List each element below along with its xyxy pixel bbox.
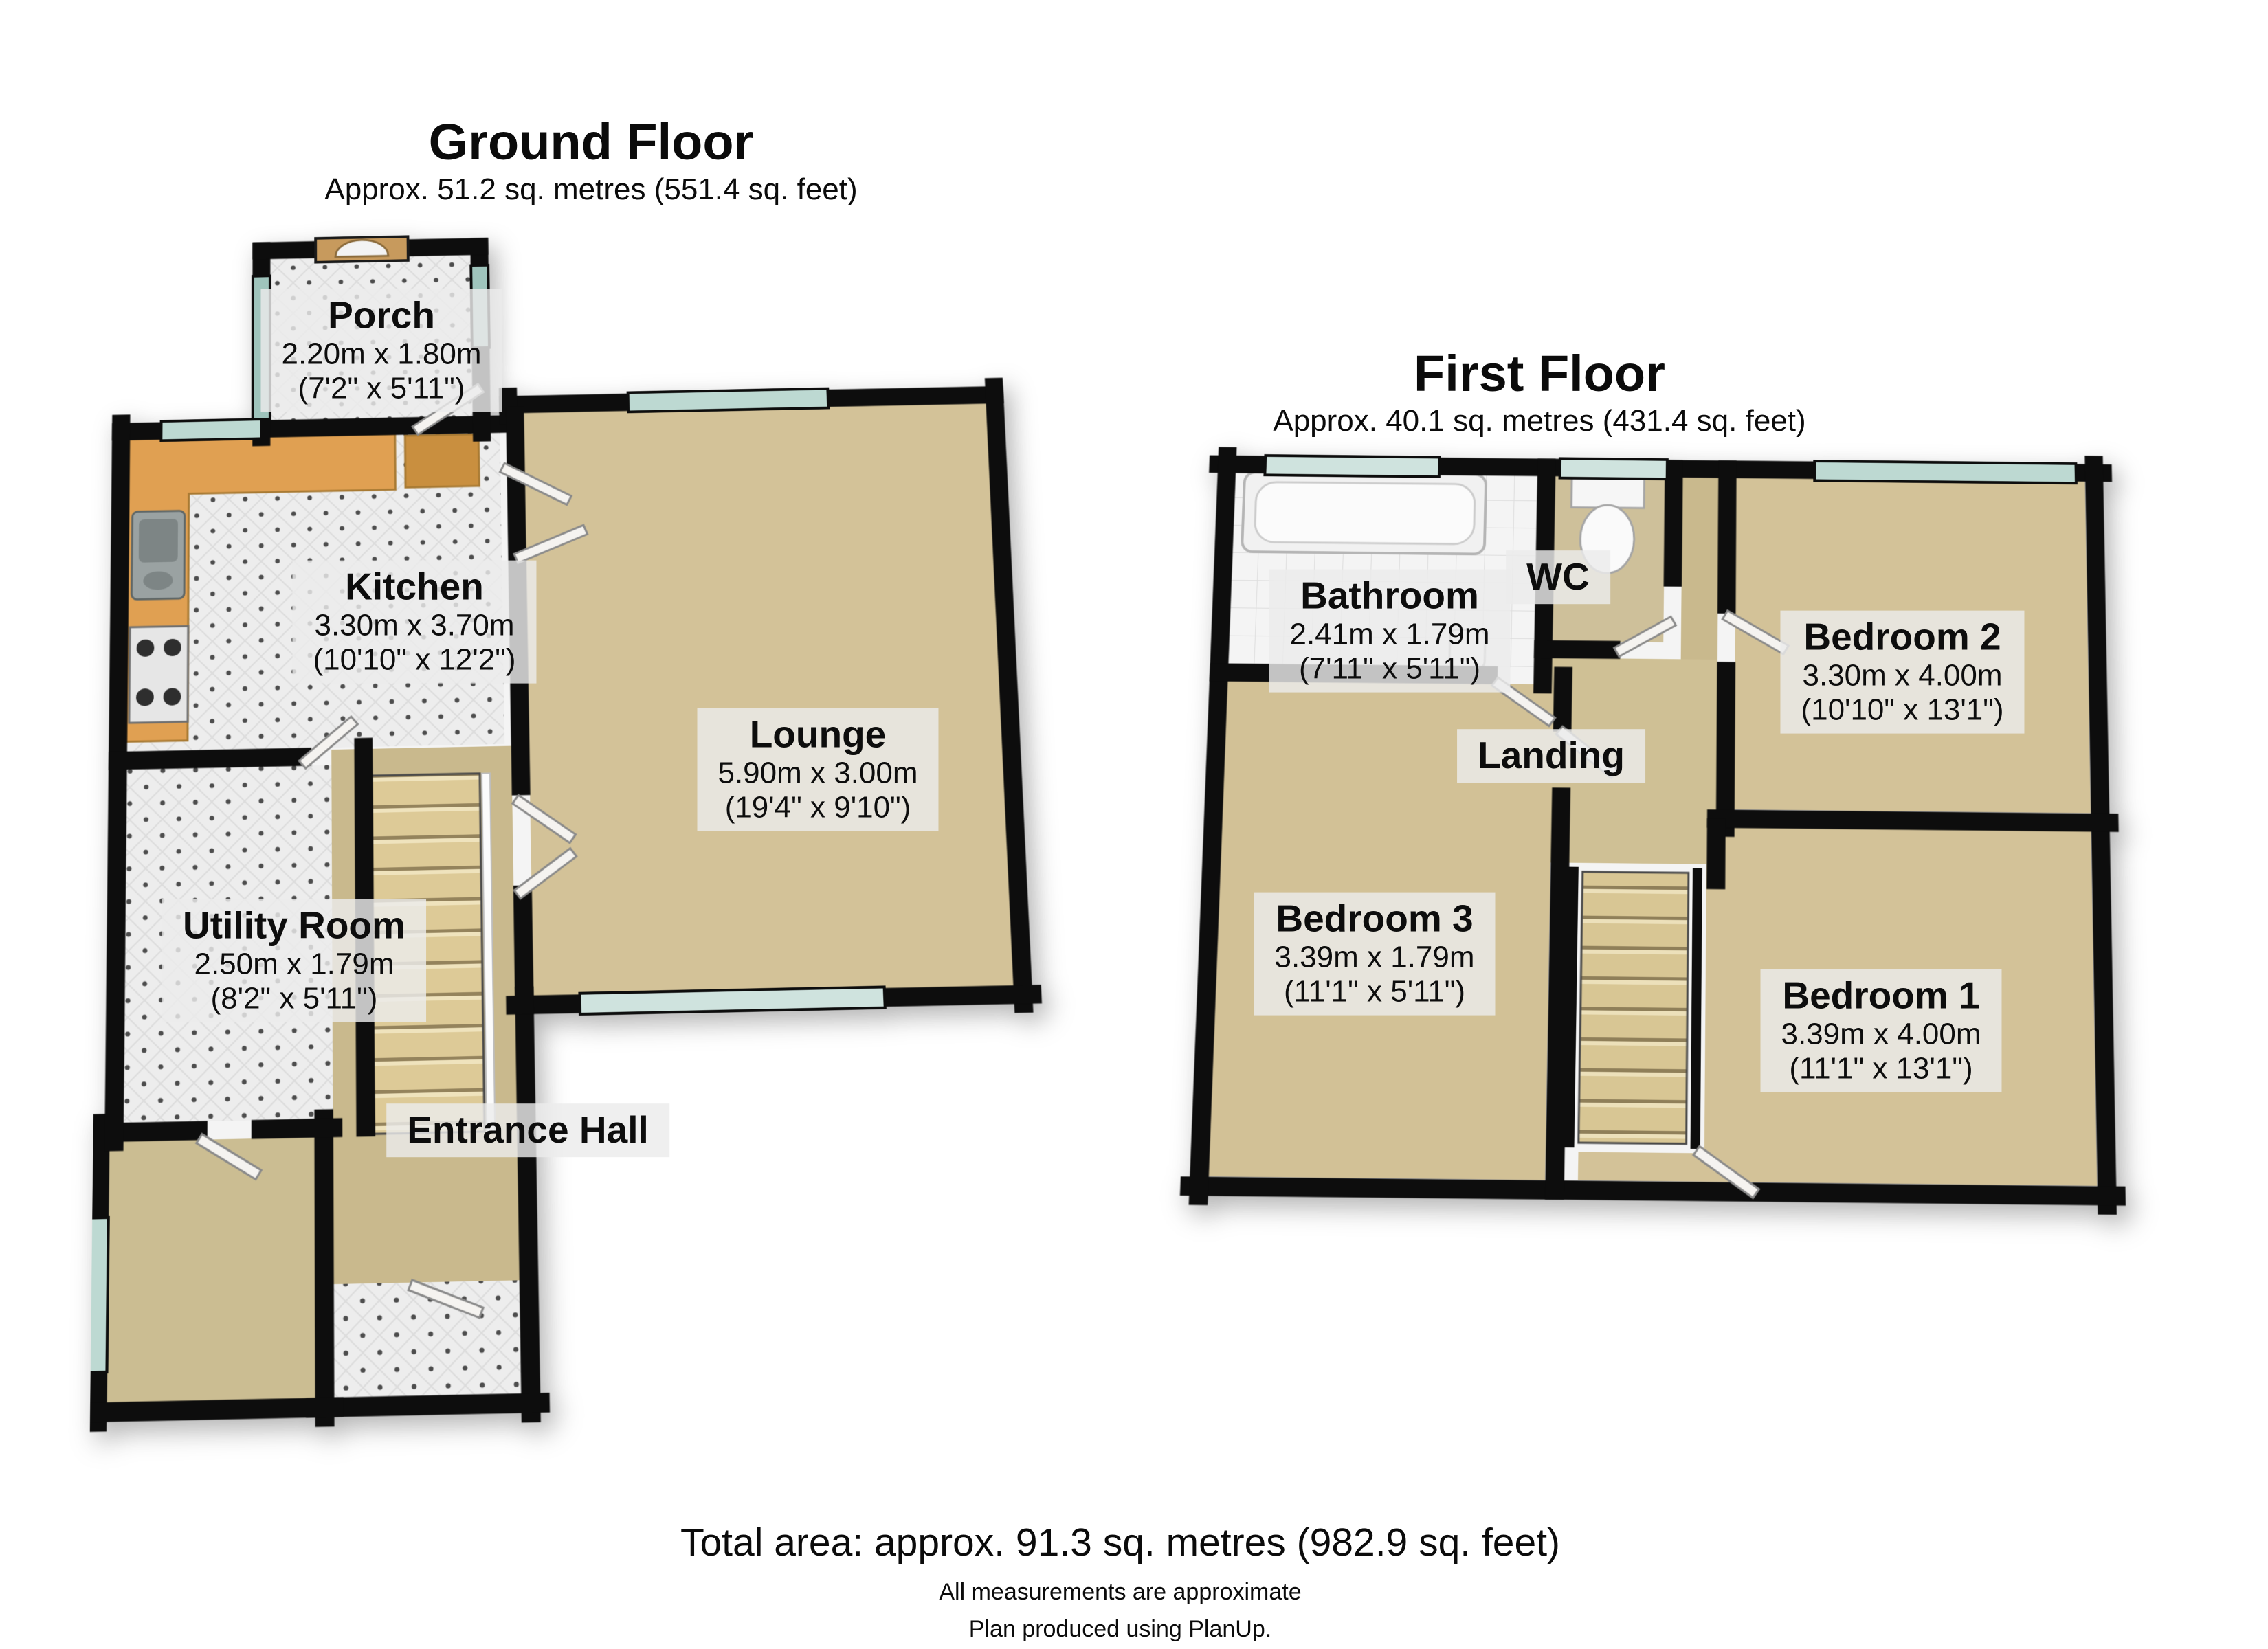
bathroom-fixtures: [1238, 472, 1489, 669]
bathroom-door: [1492, 677, 1555, 726]
utility-metric: 2.50m x 1.79m: [194, 947, 394, 981]
kitchen-metric: 3.30m x 3.70m: [314, 608, 515, 642]
kitchen-door-1: [500, 463, 571, 504]
kitchen-fixtures: [126, 432, 483, 741]
porch-metric: 2.20m x 1.80m: [281, 337, 482, 371]
ff-bottom-wall: [1190, 1186, 2116, 1196]
utility-imperial: (8'2" x 5'11"): [210, 981, 378, 1016]
staircase-first: [1579, 872, 1689, 1144]
left-wall: [114, 423, 121, 1141]
toilet-bowl: [1580, 505, 1635, 574]
stairwell-right-wall: [1696, 873, 1698, 1144]
planup-credit: Plan produced using PlanUp.: [968, 1616, 1272, 1642]
bedroom2-name: Bedroom 2: [1803, 615, 2001, 658]
kitchen-hob: [129, 626, 188, 723]
ground-floor-plan: [89, 222, 1136, 1449]
bedroom1-metric: 3.39m x 4.00m: [1781, 1017, 1981, 1051]
room-label-kitchen: Kitchen 3.30m x 3.70m (10'10" x 12'2"): [292, 560, 537, 684]
bedroom1-door: [1693, 1146, 1759, 1198]
bedroom2-bottom-wall: [1716, 819, 2109, 823]
kitchen-sink-bowl: [138, 518, 178, 563]
room-label-bedroom3: Bedroom 3 3.39m x 1.79m (11'1" x 5'11"): [1254, 892, 1496, 1016]
bedroom3-metric: 3.39m x 1.79m: [1274, 940, 1475, 974]
lounge-door-1: [513, 795, 576, 843]
total-area-text: Total area: approx. 91.3 sq. metres (982…: [680, 1521, 1561, 1564]
first-floor-plan: [1175, 442, 2131, 1220]
landing-name: Landing: [1478, 734, 1625, 777]
lounge-bottom-window: [579, 987, 885, 1014]
wc-right-wall: [1673, 469, 1674, 578]
porch-imperial: (7'2" x 5'11"): [298, 371, 465, 405]
ground-floor-drawing: [89, 222, 1136, 1449]
ground-floor-title-block: Ground Floor Approx. 51.2 sq. metres (55…: [324, 115, 857, 210]
bedroom1-left-wall: [1716, 827, 1717, 879]
lounge-floor: [523, 403, 1014, 996]
bedroom1-name: Bedroom 1: [1782, 974, 1980, 1017]
room-label-landing: Landing: [1457, 729, 1645, 783]
first-floor-title: First Floor: [1414, 345, 1665, 402]
stairwell-left-wall: [1569, 872, 1573, 1143]
bathroom-metric: 2.41m x 1.79m: [1289, 617, 1490, 651]
room-label-bathroom: Bathroom 2.41m x 1.79m (7'11" x 5'11"): [1269, 569, 1511, 693]
lounge-door-2: [514, 849, 576, 899]
wc-fixtures: [1570, 475, 1645, 574]
kitchen-unit: [405, 434, 479, 487]
lounge-name: Lounge: [749, 713, 887, 756]
kitchen-name: Kitchen: [345, 565, 484, 608]
wc-bottom-wall: [1544, 649, 1612, 650]
annex-floor: [107, 1137, 316, 1403]
staircase: [370, 773, 495, 1134]
stair-railing: [482, 773, 495, 1132]
bedroom1-imperial: (11'1" x 13'1"): [1789, 1051, 1973, 1086]
toilet-cistern: [1571, 475, 1644, 508]
bedroom2-imperial: (10'10" x 13'1"): [1801, 693, 2004, 727]
first-floor-area: Approx. 40.1 sq. metres (431.4 sq. feet): [1273, 403, 1806, 438]
ff-right-wall: [2094, 464, 2107, 1205]
wc-name: WC: [1526, 555, 1590, 598]
entrance-hall-name: Entrance Hall: [407, 1108, 649, 1152]
measurements-note: All measurements are approximate: [939, 1579, 1302, 1605]
bathroom-name: Bathroom: [1300, 574, 1479, 617]
bathtub-inner: [1254, 482, 1475, 545]
windows-first: [1265, 456, 2076, 483]
room-label-porch: Porch 2.20m x 1.80m (7'2" x 5'11"): [260, 289, 502, 412]
ground-floor-area: Approx. 51.2 sq. metres (551.4 sq. feet): [324, 172, 858, 206]
room-label-entrance-hall: Entrance Hall: [386, 1103, 669, 1157]
hall-bottom-wall: [315, 1403, 540, 1408]
room-label-bedroom1: Bedroom 1 3.39m x 4.00m (11'1" x 13'1"): [1760, 969, 2002, 1092]
wc-window: [1560, 458, 1667, 479]
ground-floor-title: Ground Floor: [428, 113, 754, 170]
wing-bottom-wall: [97, 1407, 334, 1412]
kitchen-sink-bowl2: [143, 571, 173, 590]
kitchen-utility-wall: [118, 757, 302, 761]
front-door: [315, 236, 408, 262]
bedroom3-name: Bedroom 3: [1276, 897, 1474, 940]
front-door-fanlight: [335, 239, 388, 256]
first-floor-title-block: First Floor Approx. 40.1 sq. metres (431…: [1273, 347, 1805, 441]
bathroom-imperial: (7'11" x 5'11"): [1298, 651, 1481, 686]
hall-right-wall: [524, 996, 531, 1412]
lounge-hall-wall: [515, 416, 524, 1005]
utility-name: Utility Room: [183, 904, 405, 947]
room-label-wc: WC: [1506, 550, 1610, 604]
kitchen-window: [161, 419, 261, 440]
room-label-utility: Utility Room 2.50m x 1.79m (8'2" x 5'11"…: [162, 899, 426, 1022]
annex-window: [89, 1218, 108, 1373]
bedroom3-imperial: (11'1" x 5'11"): [1283, 974, 1466, 1009]
room-label-lounge: Lounge 5.90m x 3.00m (19'4" x 9'10"): [697, 708, 939, 831]
first-floor-drawing: [1175, 442, 2131, 1220]
kitchen-imperial: (10'10" x 12'2"): [313, 642, 516, 677]
bedroom2-window: [1814, 461, 2076, 483]
entry-floor: [333, 1280, 522, 1400]
lounge-metric: 5.90m x 3.00m: [718, 756, 918, 790]
porch-name: Porch: [328, 293, 435, 337]
lounge-imperial: (19'4" x 9'10"): [724, 790, 911, 824]
room-label-bedroom2: Bedroom 2 3.30m x 4.00m (10'10" x 13'1"): [1780, 610, 2025, 734]
bathroom-window: [1265, 456, 1439, 477]
bedroom2-metric: 3.30m x 4.00m: [1802, 658, 2003, 693]
lounge-top-window: [628, 389, 829, 412]
